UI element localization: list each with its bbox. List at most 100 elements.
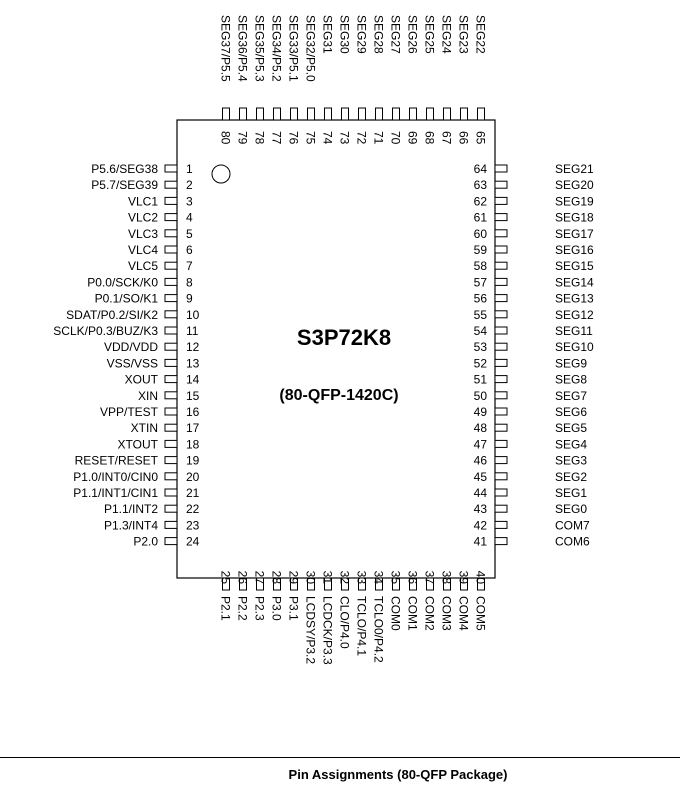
pin-number: 44 — [474, 486, 488, 500]
pin-number: 78 — [253, 131, 267, 145]
pin-lead-left — [164, 164, 178, 173]
pin-label: SEG36/P5.4 — [236, 15, 250, 82]
pin-number: 26 — [236, 571, 250, 585]
pin-number: 48 — [474, 421, 488, 435]
pin-number: 55 — [474, 308, 488, 322]
pin-number: 10 — [186, 308, 200, 322]
pin-label: P2.2 — [236, 596, 250, 621]
pin-number: 62 — [474, 194, 488, 208]
pin-label: SEG22 — [474, 15, 488, 54]
pin-label: XTIN — [131, 421, 158, 435]
pin-label: VLC4 — [128, 243, 158, 257]
pin-number: 24 — [186, 535, 200, 549]
pin-number: 45 — [474, 470, 488, 484]
pin-lead-bottom — [273, 577, 281, 591]
pin-label: SDAT/P0.2/SI/K2 — [66, 308, 158, 322]
pin-number: 52 — [474, 356, 488, 370]
pin-label: TCLO/P4.1 — [355, 596, 369, 656]
pin-label: SEG0 — [555, 502, 587, 516]
pin-number: 43 — [474, 502, 488, 516]
pin-number: 66 — [457, 131, 471, 145]
pin-number: 51 — [474, 373, 488, 387]
pin-label: P0.0/SCK/K0 — [87, 275, 158, 289]
pin-label: SEG37/P5.5 — [219, 15, 233, 82]
pin-number: 25 — [219, 571, 233, 585]
pin-lead-bottom — [392, 577, 400, 591]
pin-number: 5 — [186, 227, 193, 241]
diagram-caption: Pin Assignments (80-QFP Package) — [289, 767, 508, 782]
pin-number: 16 — [186, 405, 200, 419]
pin-lead-left — [164, 537, 178, 546]
pin-number: 3 — [186, 194, 193, 208]
pin-label: P3.1 — [287, 596, 301, 621]
pin-number: 36 — [406, 571, 420, 585]
pin-lead-bottom — [222, 577, 230, 591]
pin-lead-bottom — [460, 577, 468, 591]
pin-label: SEG9 — [555, 356, 587, 370]
pin-number: 49 — [474, 405, 488, 419]
pin-label: SCLK/P0.3/BUZ/K3 — [53, 324, 158, 338]
pin-label: SEG13 — [555, 292, 594, 306]
pin-lead-top — [358, 107, 366, 121]
pin-lead-right — [494, 342, 508, 351]
pin-label: SEG21 — [555, 162, 594, 176]
pin-lead-right — [494, 358, 508, 367]
pin-label: P1.0/INT0/CIN0 — [73, 470, 158, 484]
pin-label: P2.3 — [253, 596, 267, 621]
pin-number: 41 — [474, 535, 488, 549]
pin-number: 72 — [355, 131, 369, 145]
pin-label: SEG34/P5.2 — [270, 15, 284, 82]
pin-lead-right — [494, 277, 508, 286]
pin-number: 70 — [389, 131, 403, 145]
pin-number: 30 — [304, 571, 318, 585]
pin-lead-right — [494, 164, 508, 173]
pin-label: VDD/VDD — [104, 340, 158, 354]
pin-number: 28 — [270, 571, 284, 585]
pin-lead-right — [494, 245, 508, 254]
pin-lead-right — [494, 213, 508, 222]
pin-lead-top — [324, 107, 332, 121]
pin-label: SEG32/P5.0 — [304, 15, 318, 82]
pin-number: 7 — [186, 259, 193, 273]
pin-number: 60 — [474, 227, 488, 241]
pin-label: P5.7/SEG39 — [91, 178, 158, 192]
pin-label: COM4 — [457, 596, 471, 631]
pin-number: 22 — [186, 502, 200, 516]
pin-number: 71 — [372, 131, 386, 145]
pin-label: VSS/VSS — [107, 356, 158, 370]
pin-label: XIN — [138, 389, 158, 403]
pin-lead-left — [164, 488, 178, 497]
pin-label: COM2 — [423, 596, 437, 631]
pin-lead-bottom — [409, 577, 417, 591]
pin-number: 29 — [287, 571, 301, 585]
pin-label: SEG24 — [440, 15, 454, 54]
pin-lead-bottom — [256, 577, 264, 591]
pin-lead-bottom — [443, 577, 451, 591]
pin-lead-top — [273, 107, 281, 121]
pin-label: SEG35/P5.3 — [253, 15, 267, 82]
pin-lead-bottom — [375, 577, 383, 591]
pin-lead-bottom — [239, 577, 247, 591]
pin-number: 59 — [474, 243, 488, 257]
pin-label: SEG33/P5.1 — [287, 15, 301, 82]
pin-lead-right — [494, 504, 508, 513]
pin-label: SEG18 — [555, 211, 594, 225]
pin-lead-right — [494, 391, 508, 400]
pin-label: SEG4 — [555, 437, 587, 451]
pin-number: 40 — [474, 571, 488, 585]
pin-number: 38 — [440, 571, 454, 585]
pin-number: 21 — [186, 486, 200, 500]
pin-number: 19 — [186, 454, 200, 468]
pin-number: 12 — [186, 340, 200, 354]
pin-label: SEG26 — [406, 15, 420, 54]
pin-number: 33 — [355, 571, 369, 585]
pin-number: 15 — [186, 389, 200, 403]
pin-label: SEG27 — [389, 15, 403, 54]
pin-label: XOUT — [125, 373, 159, 387]
pin-number: 34 — [372, 571, 386, 585]
pin-label: CLO/P4.0 — [338, 596, 352, 649]
pin-label: COM6 — [555, 535, 590, 549]
pin-lead-left — [164, 213, 178, 222]
pin-lead-left — [164, 310, 178, 319]
